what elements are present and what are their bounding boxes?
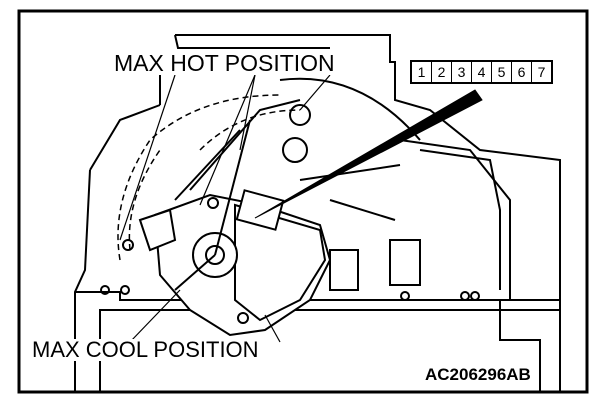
connector-pin: 3 bbox=[452, 62, 472, 82]
heater-housing bbox=[74, 34, 561, 392]
max-hot-position-label: MAX HOT POSITION bbox=[112, 50, 337, 76]
connector-pin-layout: 1 2 3 4 5 6 7 bbox=[410, 60, 553, 84]
connector-pin: 7 bbox=[537, 64, 546, 80]
connector-pin: 2 bbox=[432, 62, 452, 82]
figure-code-label: AC206296AB bbox=[424, 365, 532, 384]
leader-lines bbox=[119, 74, 331, 343]
max-cool-position-label: MAX COOL POSITION bbox=[30, 337, 261, 362]
actuator-body bbox=[138, 189, 421, 337]
connector-pointer bbox=[254, 89, 483, 219]
lever-arms bbox=[100, 99, 480, 324]
connector-pin: 5 bbox=[492, 62, 512, 82]
connector-pin: 6 bbox=[512, 62, 532, 82]
connector-pin: 4 bbox=[472, 62, 492, 82]
connector-pin: 1 bbox=[412, 62, 432, 82]
